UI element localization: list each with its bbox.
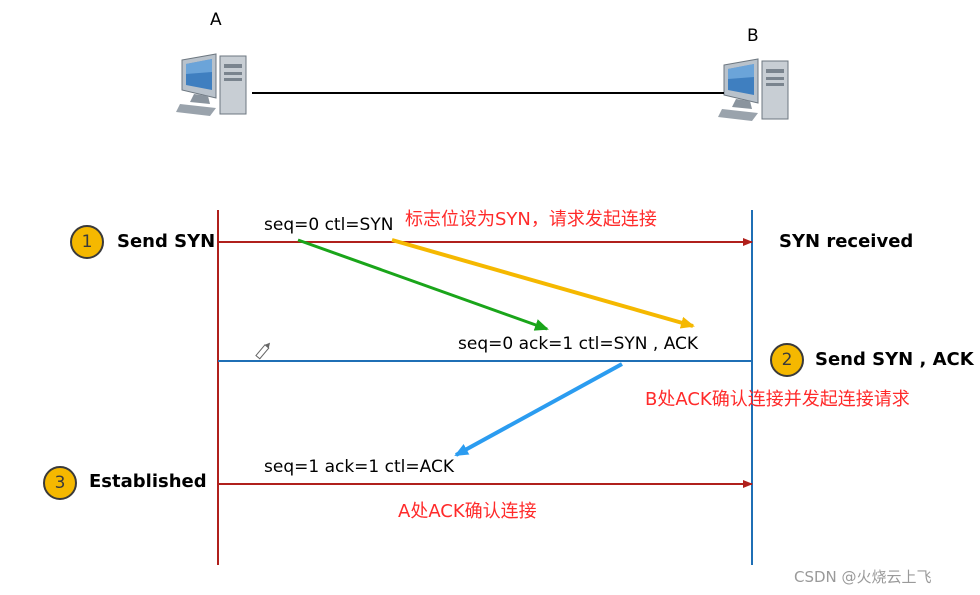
host-a-label: A <box>210 10 222 30</box>
yellow-arrow <box>391 238 695 329</box>
msg-syn-label: seq=0 ctl=SYN <box>264 215 394 235</box>
computer-icon <box>176 53 247 116</box>
note-syn-ack: B处ACK确认连接并发起连接请求 <box>645 389 910 410</box>
pencil-icon <box>255 342 271 360</box>
note-syn: 标志位设为SYN，请求发起连接 <box>405 209 657 230</box>
host-b-label: B <box>747 26 759 46</box>
msg-syn-ack-label: seq=0 ack=1 ctl=SYN , ACK <box>458 334 699 354</box>
msg-ack-label: seq=1 ack=1 ctl=ACK <box>264 457 454 477</box>
step-3-label: Established <box>89 471 207 492</box>
step-2-label: Send SYN , ACK <box>815 349 974 370</box>
green-arrow <box>297 238 549 331</box>
step-1-badge: 1 <box>70 225 104 259</box>
blue-arrow <box>454 362 623 457</box>
step-3-badge: 3 <box>43 466 77 500</box>
step-2-badge: 2 <box>770 343 804 377</box>
b-state-label: SYN received <box>779 231 914 252</box>
step-1-label: Send SYN <box>117 231 216 252</box>
note-ack: A处ACK确认连接 <box>398 501 537 522</box>
watermark: CSDN @火烧云上飞 <box>794 568 932 586</box>
computer-icon <box>718 58 789 121</box>
